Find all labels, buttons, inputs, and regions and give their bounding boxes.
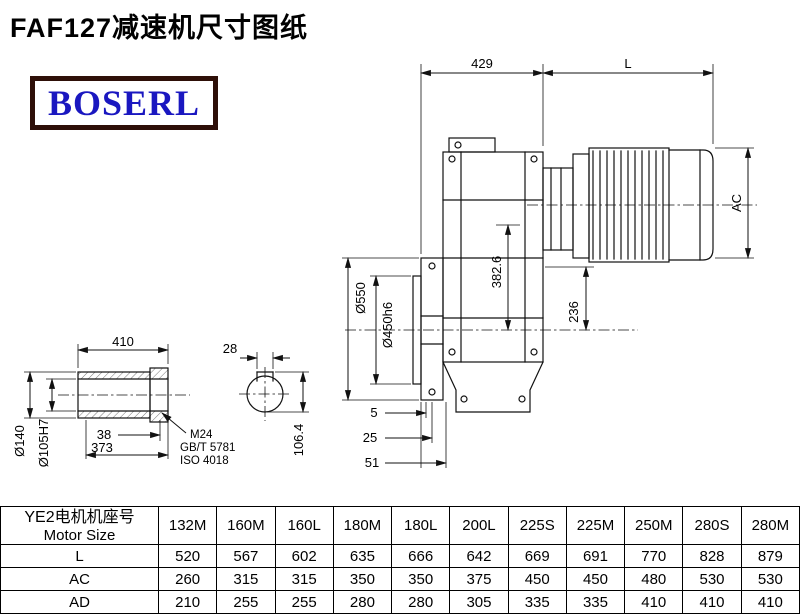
table-cell: 520 <box>157 544 218 568</box>
dim-429-label: 429 <box>471 56 493 71</box>
main-view-gearbox <box>412 137 544 413</box>
dim-550-label: Ø550 <box>353 282 368 314</box>
table-col-160M: 160M <box>216 506 276 545</box>
dimension-lines <box>26 69 752 467</box>
std-gb-label: GB/T 5781 <box>180 442 235 454</box>
table-cell: 410 <box>740 590 800 614</box>
table-col-180L: 180L <box>391 506 451 545</box>
table-col-280M: 280M <box>740 506 800 545</box>
table-cell: 335 <box>507 590 567 614</box>
table-cell: 305 <box>449 590 509 614</box>
table-cell: 410 <box>624 590 684 614</box>
table-cell: 375 <box>449 567 509 591</box>
table-cell: 350 <box>391 567 451 591</box>
dim-106-label: 106.4 <box>291 424 306 457</box>
table-col-200L: 200L <box>449 506 509 545</box>
dim-5-label: 5 <box>370 405 377 420</box>
table-cell: 280 <box>391 590 451 614</box>
dim-38-label: 38 <box>97 427 111 442</box>
table-cell: 828 <box>682 544 742 568</box>
table-cell: 315 <box>274 567 334 591</box>
table-cell: 260 <box>157 567 218 591</box>
dim-L-label: L <box>624 56 631 71</box>
thread-m24-label: M24 <box>190 429 213 441</box>
table-cell: 530 <box>682 567 742 591</box>
dim-236-label: 236 <box>566 301 581 323</box>
table-col-160L: 160L <box>274 506 334 545</box>
table-cell: 350 <box>332 567 393 591</box>
row-label-AD: AD <box>0 590 159 614</box>
table-cell: 450 <box>565 567 626 591</box>
table-col-180M: 180M <box>332 506 393 545</box>
row-label-L: L <box>0 544 159 568</box>
table-col-250M: 250M <box>624 506 684 545</box>
table-cell: 691 <box>565 544 626 568</box>
dim-28-label: 28 <box>223 341 237 356</box>
dim-105h7-label: Ø105H7 <box>36 419 51 467</box>
table-cell: 210 <box>157 590 218 614</box>
table-col-280S: 280S <box>682 506 742 545</box>
dim-450h6-label: Ø450h6 <box>380 302 395 348</box>
table-col-132M: 132M <box>157 506 218 545</box>
table-cell: 335 <box>565 590 626 614</box>
boserl-logo: BOSERL <box>30 76 219 130</box>
table-cell: 567 <box>216 544 276 568</box>
centerlines <box>58 204 757 421</box>
table-cell: 602 <box>274 544 334 568</box>
dimension-labels: 429 L AC Ø550 Ø450h6 382.6 236 5 25 51 4… <box>12 56 744 470</box>
dim-AC-label: AC <box>729 194 744 212</box>
table-cell: 666 <box>391 544 451 568</box>
technical-drawing: 429 L AC Ø550 Ø450h6 382.6 236 5 25 51 4… <box>12 56 757 470</box>
dim-140-label: Ø140 <box>12 425 27 457</box>
table-cell: 410 <box>682 590 742 614</box>
table-cell: 530 <box>740 567 800 591</box>
dim-382-label: 382.6 <box>489 256 504 289</box>
table-cell: 280 <box>332 590 393 614</box>
table-cell: 635 <box>332 544 393 568</box>
dim-51-label: 51 <box>365 455 379 470</box>
page-title: FAF127减速机尺寸图纸 <box>10 13 309 43</box>
table-cell: 255 <box>274 590 334 614</box>
table-cell: 770 <box>624 544 684 568</box>
table-cell: 642 <box>449 544 509 568</box>
row-label-AC: AC <box>0 567 159 591</box>
table-cell: 255 <box>216 590 276 614</box>
table-cell: 879 <box>740 544 800 568</box>
shaft-detail-hatch <box>78 368 168 422</box>
dim-373-label: 373 <box>91 440 113 455</box>
table-cell: 315 <box>216 567 276 591</box>
table-cell: 669 <box>507 544 567 568</box>
table-cell: 480 <box>624 567 684 591</box>
extension-lines <box>24 64 754 468</box>
table-cell: 450 <box>507 567 567 591</box>
table-col-225S: 225S <box>507 506 567 545</box>
dim-25-label: 25 <box>363 430 377 445</box>
boserl-logo-text: BOSERL <box>48 83 201 123</box>
table-col-225M: 225M <box>565 506 626 545</box>
std-iso-label: ISO 4018 <box>180 455 229 467</box>
dim-410-label: 410 <box>112 334 134 349</box>
